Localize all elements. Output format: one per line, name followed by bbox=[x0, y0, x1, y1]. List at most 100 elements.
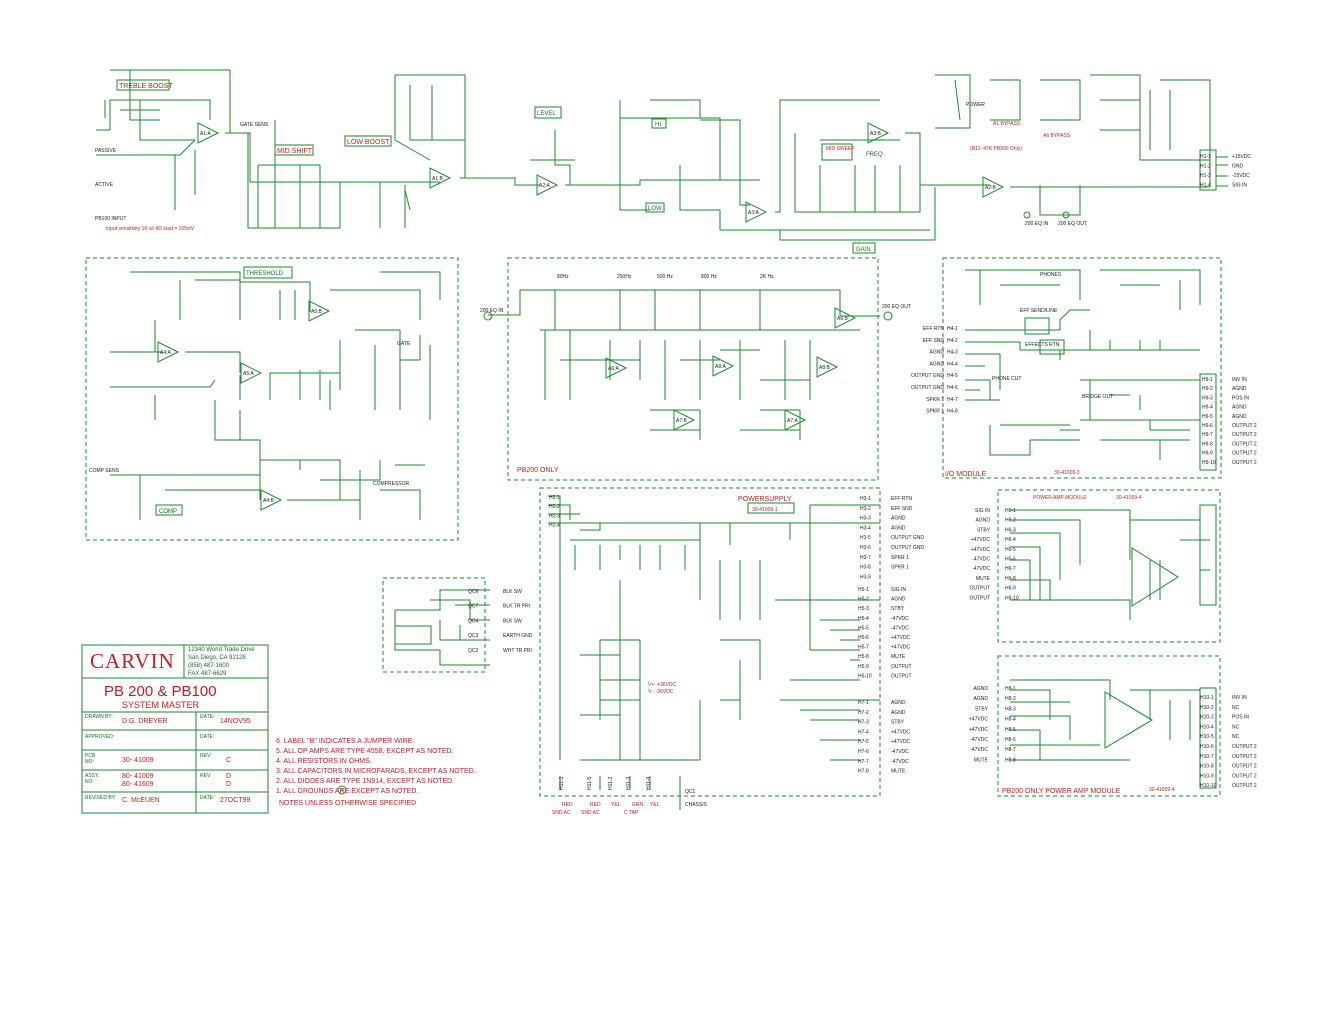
labels: TREBLE BOOST MID SHIFT LOW BOOST LEVEL H… bbox=[89, 83, 1175, 808]
level-label: LEVEL bbox=[537, 111, 556, 117]
connector-signal: OUTPUT 2 bbox=[1232, 744, 1257, 750]
connector-pin: H4-7 bbox=[947, 397, 958, 403]
connector-pin: H10-9 bbox=[1200, 773, 1214, 779]
phones-label: PHONES bbox=[1040, 272, 1062, 278]
connector-signal: OUTPUT bbox=[891, 673, 912, 679]
opamp-triangle-icon bbox=[240, 362, 263, 384]
connector-signal: AGND bbox=[891, 710, 906, 716]
connector-signal: BLK SW bbox=[503, 618, 522, 624]
drawn-by-value: D.G. DREYER bbox=[122, 718, 168, 725]
connector-pin: H5-3 bbox=[858, 606, 869, 612]
note-1: 1. ALL GROUNDS ARE EXCEPT AS NOTED. bbox=[276, 788, 418, 795]
opamp: A3:A bbox=[745, 201, 768, 223]
connector-signal: OUTPUT 2 bbox=[1232, 451, 1257, 457]
model-title: PB 200 & PB100 bbox=[104, 683, 217, 700]
connector-signal: NC bbox=[1232, 724, 1240, 730]
connector-signal: WHT TR PRI bbox=[503, 648, 532, 654]
comp-label: COMP bbox=[159, 509, 177, 515]
connector-pin: H10-4 bbox=[1200, 724, 1214, 730]
connector-pin: H1-2 bbox=[1200, 164, 1211, 170]
io-module-label: I/O MODULE bbox=[945, 471, 987, 478]
bridge-out-label: BRIDGE OUT bbox=[1082, 394, 1113, 400]
connector-signal: +47VDC bbox=[971, 537, 990, 543]
connector-pin: H7-4 bbox=[858, 729, 869, 735]
compressor-label: COMPRESSOR bbox=[373, 481, 410, 487]
eq-band-label: 2K Hz bbox=[760, 274, 774, 280]
connector-pin: H11-1 bbox=[559, 777, 565, 790]
connector-pin: H5-2 bbox=[858, 597, 869, 603]
connector-signal: OUTPUT bbox=[891, 664, 912, 670]
connector-signal: +47VDC bbox=[891, 635, 910, 641]
eff-send-line-label: EFF SEND/LINE bbox=[1020, 308, 1058, 314]
connector-signal: MUTE bbox=[974, 757, 989, 763]
connector-pin: H9-7 bbox=[1202, 432, 1213, 438]
connector-signal: OUTPUT bbox=[969, 586, 990, 592]
opamp: A1:B bbox=[429, 167, 452, 189]
connector-signal: AGND bbox=[974, 696, 989, 702]
connector-signal: +47VDC bbox=[969, 717, 988, 723]
connector-signal: EFF SND bbox=[891, 506, 913, 512]
connector-signal: AGND bbox=[891, 516, 906, 522]
eq-band-label: 250Hz bbox=[617, 274, 632, 280]
connector-pin: H7-6 bbox=[858, 749, 869, 755]
comp-sens-label: COMP SENS bbox=[89, 468, 120, 474]
connector-pin: H9-8 bbox=[1202, 441, 1213, 447]
opamp: A2:A bbox=[536, 174, 559, 196]
connector-pin: H5-10 bbox=[858, 673, 872, 679]
connector-signal: +47VDC bbox=[891, 729, 910, 735]
low-label: LOW bbox=[648, 206, 662, 212]
opamp: A5:B bbox=[308, 300, 331, 322]
opamp-triangle-icon bbox=[834, 307, 857, 329]
connector-signal: -47VDC bbox=[970, 747, 988, 753]
connector-pin: H3-2 bbox=[860, 506, 871, 512]
connector-signal: STBY bbox=[975, 706, 989, 712]
connector-signal: AGND bbox=[930, 350, 945, 356]
connector-signal: MUTE bbox=[891, 769, 906, 775]
eq-band-label: 500 Hz bbox=[657, 274, 673, 280]
pb200-only-label: PB200 ONLY bbox=[517, 467, 559, 474]
connector-signal: +47VDC bbox=[891, 739, 910, 745]
connector-pin: H7-3 bbox=[858, 720, 869, 726]
connector-pin: H7-7 bbox=[858, 759, 869, 765]
eq-section bbox=[483, 289, 893, 440]
connector-signal: -47VDC bbox=[891, 759, 909, 765]
phone-cut-label: PHONE CUT bbox=[992, 376, 1021, 382]
opamp-label: A8:A bbox=[715, 364, 727, 370]
opamp: A7:A bbox=[784, 409, 807, 431]
io-section bbox=[965, 269, 1217, 471]
pcb-label: PCB NO: bbox=[85, 753, 96, 765]
connector-signal: OUTPUT GND bbox=[911, 373, 944, 379]
connector-signal: AGND bbox=[891, 700, 906, 706]
eq-out-label-2: 200 EQ OUT bbox=[1058, 221, 1087, 227]
connector-pin: H3-4 bbox=[860, 525, 871, 531]
connector-pin: H9-10 bbox=[1202, 460, 1216, 466]
company-logo: CARVIN bbox=[90, 649, 175, 673]
power-amp-sections bbox=[1010, 504, 1217, 789]
connector-pin: H6-7 bbox=[1005, 566, 1016, 572]
connector-signal: INV IN bbox=[1232, 695, 1247, 701]
connector-signal: EFF RTN bbox=[923, 326, 944, 332]
connector-signal: +47VDC bbox=[891, 645, 910, 651]
connector-signal: OUTPUT 2 bbox=[1232, 764, 1257, 770]
connector-signal: MUTE bbox=[891, 654, 906, 660]
connector-pin: H9-6 bbox=[1202, 423, 1213, 429]
connector-pin: H4-8 bbox=[947, 409, 958, 415]
wire-color-label: RED bbox=[562, 802, 573, 808]
eq-band-label: 80Hz bbox=[557, 274, 569, 280]
wire-color-label: YEL bbox=[611, 802, 621, 808]
pb200-power-amp-label: PB200 ONLY POWER AMP MODULE bbox=[1002, 788, 1121, 795]
vplus-label: V+: +36VDC bbox=[648, 682, 676, 688]
assy-rev-label: REV: bbox=[200, 773, 212, 779]
connector-pin: H6-5 bbox=[1005, 547, 1016, 553]
opamp-label: A1:B bbox=[432, 176, 444, 182]
opamp-label: A2:B bbox=[985, 185, 997, 191]
connector-pin: H8-2 bbox=[1005, 696, 1016, 702]
r11-note: (R11: 47K PB200 Only) bbox=[970, 146, 1022, 152]
connector-pin: H2-2 bbox=[549, 504, 560, 510]
opamp-triangle-icon bbox=[982, 176, 1005, 198]
connector-pin: H9-4 bbox=[1202, 405, 1213, 411]
connector-pin: H4-2 bbox=[947, 338, 958, 344]
opamp: A4:B bbox=[260, 489, 283, 511]
